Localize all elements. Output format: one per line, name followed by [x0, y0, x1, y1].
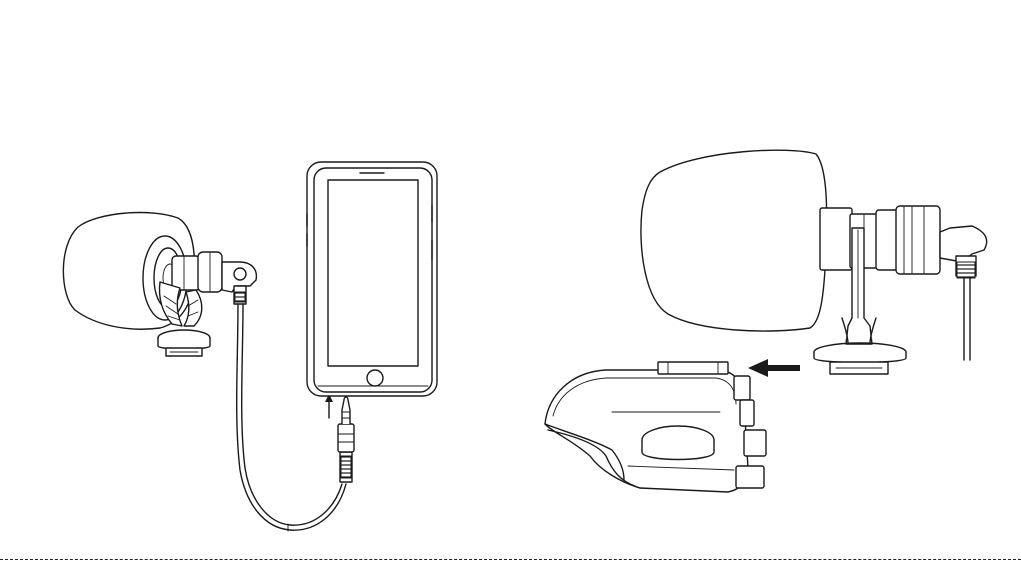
right-panel: [545, 150, 987, 492]
phone-plug-icon: [338, 397, 354, 482]
left-panel: [63, 162, 437, 531]
spiral-plug-icon: [940, 226, 987, 360]
camera-top-icon: [545, 362, 766, 492]
arrow-left-icon: [748, 359, 800, 377]
mic-plug-icon: [234, 286, 246, 304]
arrow-up-icon: [325, 394, 333, 418]
cold-shoe-icon: [158, 330, 210, 356]
smartphone-icon: [307, 162, 437, 396]
microphone-body-large-icon: [820, 206, 940, 274]
foam-windscreen-large-icon: [641, 150, 827, 331]
page-divider: [0, 559, 1021, 560]
